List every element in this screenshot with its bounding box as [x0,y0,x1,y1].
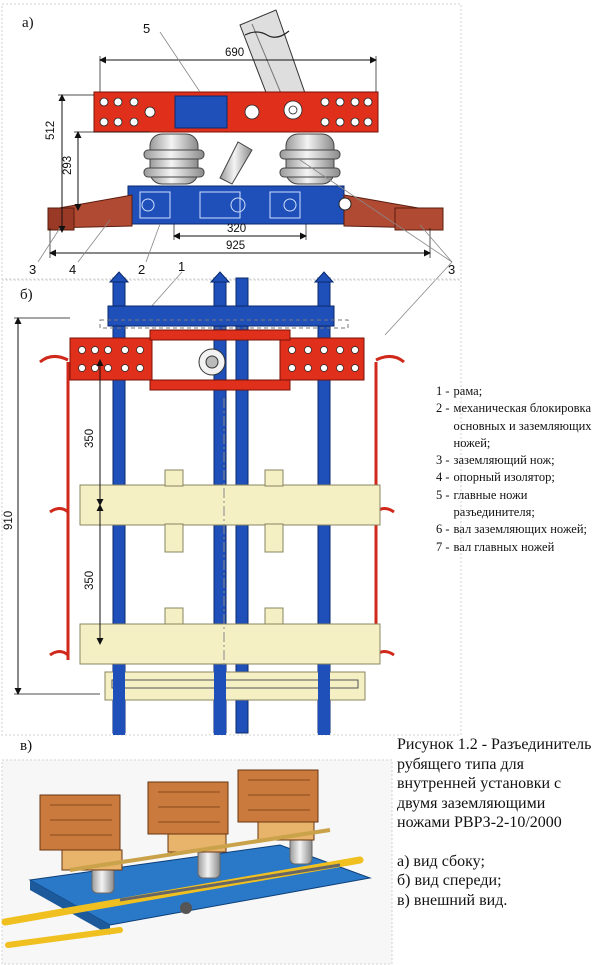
photo-contacts [39,769,319,871]
caption-sub-b: б) вид спереди; [397,872,502,889]
frame-top-beam [107,305,335,327]
dim-side-height-total: 512 [45,121,57,140]
support-insulators [143,133,341,185]
callout-3-right: 3 [448,262,455,277]
legend-item: 4 -опорный изолятор; [436,470,555,485]
view-label-b: б) [20,287,33,303]
dim-side-width-top: 690 [225,47,244,59]
callout-2: 2 [138,262,145,277]
callout-4: 4 [69,262,76,277]
dim-front-pitch-lower: 350 [84,571,96,590]
legend-item: 6 -вал заземляющих ножей; [436,522,588,537]
figure-caption: Рисунок 1.2 - Разъединитель рубящего тип… [397,735,602,910]
view-label-a: а) [22,15,34,31]
dim-side-base-inner: 320 [227,223,246,235]
legend-item: 3 -заземляющий нож; [436,453,555,468]
dim-side-height-low: 293 [62,156,74,175]
legend-item: 2 -механическая блокировка основных и за… [436,401,592,450]
dim-side-base-total: 925 [226,240,245,252]
callout-1: 1 [178,259,185,274]
side-view: 690 512 293 320 925 5 3 4 2 1 3 [1,3,462,336]
view-label-c: в) [20,738,33,754]
legend: 1 -рама; 2 -механическая блокировка осно… [436,383,602,556]
legend-item: 7 -вал главных ножей [436,539,555,554]
upper-contact-bar [93,91,379,133]
legend-item: 1 -рама; [436,384,483,398]
callout-5: 5 [143,21,150,36]
legend-item: 5 -главные ножи разъединителя; [436,487,535,520]
post-insulators [79,469,381,665]
front-view: 910 350 350 [1,271,462,736]
external-view [1,759,393,965]
callout-3-left: 3 [29,262,36,277]
dim-front-pitch-upper: 350 [84,429,96,448]
caption-sub-c: в) внешний вид. [397,891,508,909]
caption-title: Рисунок 1.2 - Разъединитель рубящего тип… [397,736,592,831]
upper-contacts [69,329,365,391]
caption-sub-a: а) вид сбоку; [397,852,485,870]
dim-front-height-total: 910 [3,511,15,530]
